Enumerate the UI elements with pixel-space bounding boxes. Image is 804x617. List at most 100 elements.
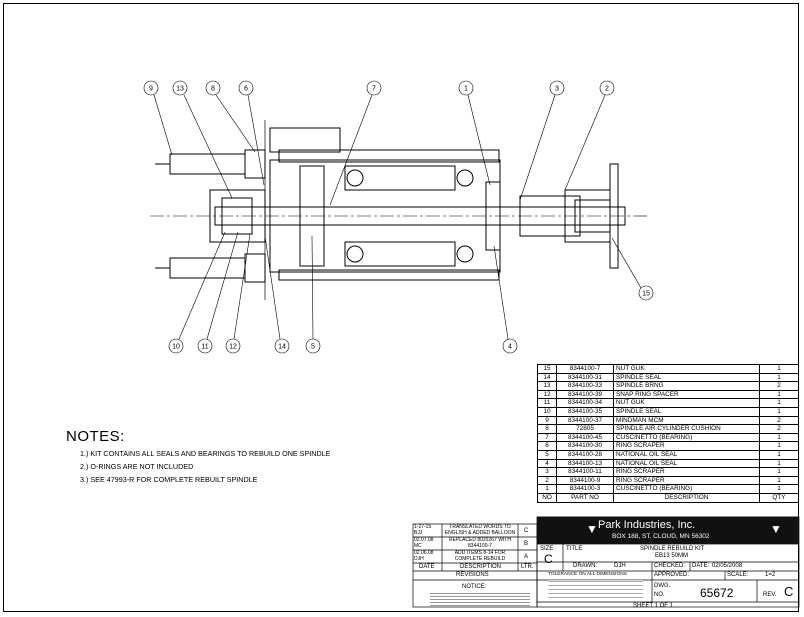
balloon-10: 10 (168, 231, 226, 354)
rev-a-ltr: A (524, 554, 529, 560)
bom-qty: 1 (759, 467, 799, 477)
bom-item-no: 9 (537, 415, 557, 426)
shaft (214, 206, 626, 226)
no-label: NO. (654, 592, 665, 598)
svg-text:15: 15 (642, 291, 650, 298)
cylinder-bottom (169, 257, 246, 279)
bom-item-no: 1 (537, 484, 557, 494)
drawing-border (3, 3, 799, 612)
balloon-6: 6 (238, 80, 265, 186)
balloon-7: 7 (329, 80, 382, 206)
svg-text:12: 12 (229, 344, 237, 351)
balloon-13: 13 (172, 80, 233, 199)
bom-item-no: 2 (537, 475, 557, 486)
rev-col-date: DATE (419, 564, 435, 570)
bom-item-no: 6 (537, 441, 557, 451)
bom-qty: 1 (759, 458, 799, 469)
housing-top-cap (278, 149, 500, 163)
rev-value: C (784, 584, 794, 599)
bom-qty: 1 (759, 398, 799, 408)
balloon-11: 11 (197, 231, 239, 354)
bom-description: RING SCRAPER (613, 467, 760, 477)
bom-description: SPINDLE SEAL (613, 372, 760, 383)
right-seal (485, 181, 501, 251)
bom-item-no: 8 (537, 424, 557, 434)
bom-item-no: 13 (537, 381, 557, 391)
bom-description: NATIONAL OIL SEAL (613, 458, 760, 469)
svg-text:8: 8 (211, 86, 215, 93)
bom-qty: 2 (759, 381, 799, 391)
company-address: BOX 188, ST. CLOUD, MN 56302 (612, 533, 710, 540)
ball-4 (456, 245, 474, 263)
bom-item-no: 12 (537, 389, 557, 400)
bom-item-no: 3 (537, 467, 557, 477)
left-bearing (221, 197, 253, 235)
bom-part-no: 8344100-34 (556, 398, 614, 408)
bom-description: SPINDLE AIR CYLINDER CUSHION (613, 424, 760, 434)
checked-label: CHECKED: (654, 563, 686, 569)
bom-description: NUT GUK (613, 398, 760, 408)
rev-col-ltr: LTR. (521, 564, 534, 570)
bom-part-no: 8344100-45 (556, 432, 614, 443)
rev-b-ltr: B (524, 541, 529, 547)
bom-qty: 1 (759, 441, 799, 451)
size-value: C (544, 552, 553, 566)
drawn-value: DJH (614, 563, 626, 569)
svg-text:6: 6 (244, 86, 248, 93)
bom-part-no: 72805 (556, 424, 614, 434)
svg-text:4: 4 (508, 344, 512, 351)
housing-bottom-cap (278, 269, 500, 281)
rev-c-ltr: C (524, 528, 529, 534)
scale-label: SCALE: (727, 572, 749, 578)
bom-part-no: 8344100-31 (556, 372, 614, 383)
ball-3 (346, 245, 364, 263)
balloon-9: 9 (143, 80, 173, 156)
cylinder-top (169, 153, 246, 175)
bom-header-desc: DESCRIPTION (613, 492, 760, 503)
balloon-5: 5 (305, 235, 321, 354)
revisions-title: REVISIONS (456, 572, 489, 578)
bom-qty: 2 (759, 415, 799, 426)
bom-header-part: PART NO (556, 492, 614, 503)
bom-part-no: 8344100-30 (556, 441, 614, 451)
svg-text:11: 11 (201, 344, 208, 351)
bom-part-no: 8344100-3 (556, 484, 614, 494)
end-nut (574, 199, 611, 233)
bom-qty: 1 (759, 389, 799, 400)
bom-description: NUT GUK (613, 364, 760, 374)
scale-value: 1=2 (765, 572, 776, 578)
bom-description: MINDMAN MCM (613, 415, 760, 426)
bom-part-no: 8344100-7 (556, 364, 614, 374)
title-line-1: SPINDLE REBUILD KIT (640, 546, 705, 552)
balloon-4: 4 (493, 245, 518, 354)
date-label: DATE: (692, 563, 710, 569)
drawing-number: 65672 (700, 586, 734, 600)
approved-label: APPROVED: (654, 572, 690, 578)
bom-qty: 2 (759, 424, 799, 434)
size-label: SIZE (540, 546, 554, 552)
rev-a-desc: ADD ITEMS 8-14 FOR COMPLETE REBUILD (454, 550, 506, 562)
bom-item-no: 4 (537, 458, 557, 469)
bom-description: NATIONAL OIL SEAL (613, 449, 760, 460)
bom-part-no: 8344100-33 (556, 381, 614, 391)
bom-description: CUSCINETTO (BEARING) (613, 432, 760, 443)
balloon-3: 3 (519, 80, 565, 201)
rev-label: REV. (763, 592, 777, 598)
bom-description: SPINDLE BRNG (613, 381, 760, 391)
title-line-2: EB13 50MM (655, 553, 689, 559)
bom-qty: 1 (759, 364, 799, 374)
rev-b-desc: REPLACED 8020267 WITH 8344100-7 (449, 537, 511, 549)
bom-description: RING SCRAPER (613, 441, 760, 451)
company-banner (537, 517, 799, 544)
